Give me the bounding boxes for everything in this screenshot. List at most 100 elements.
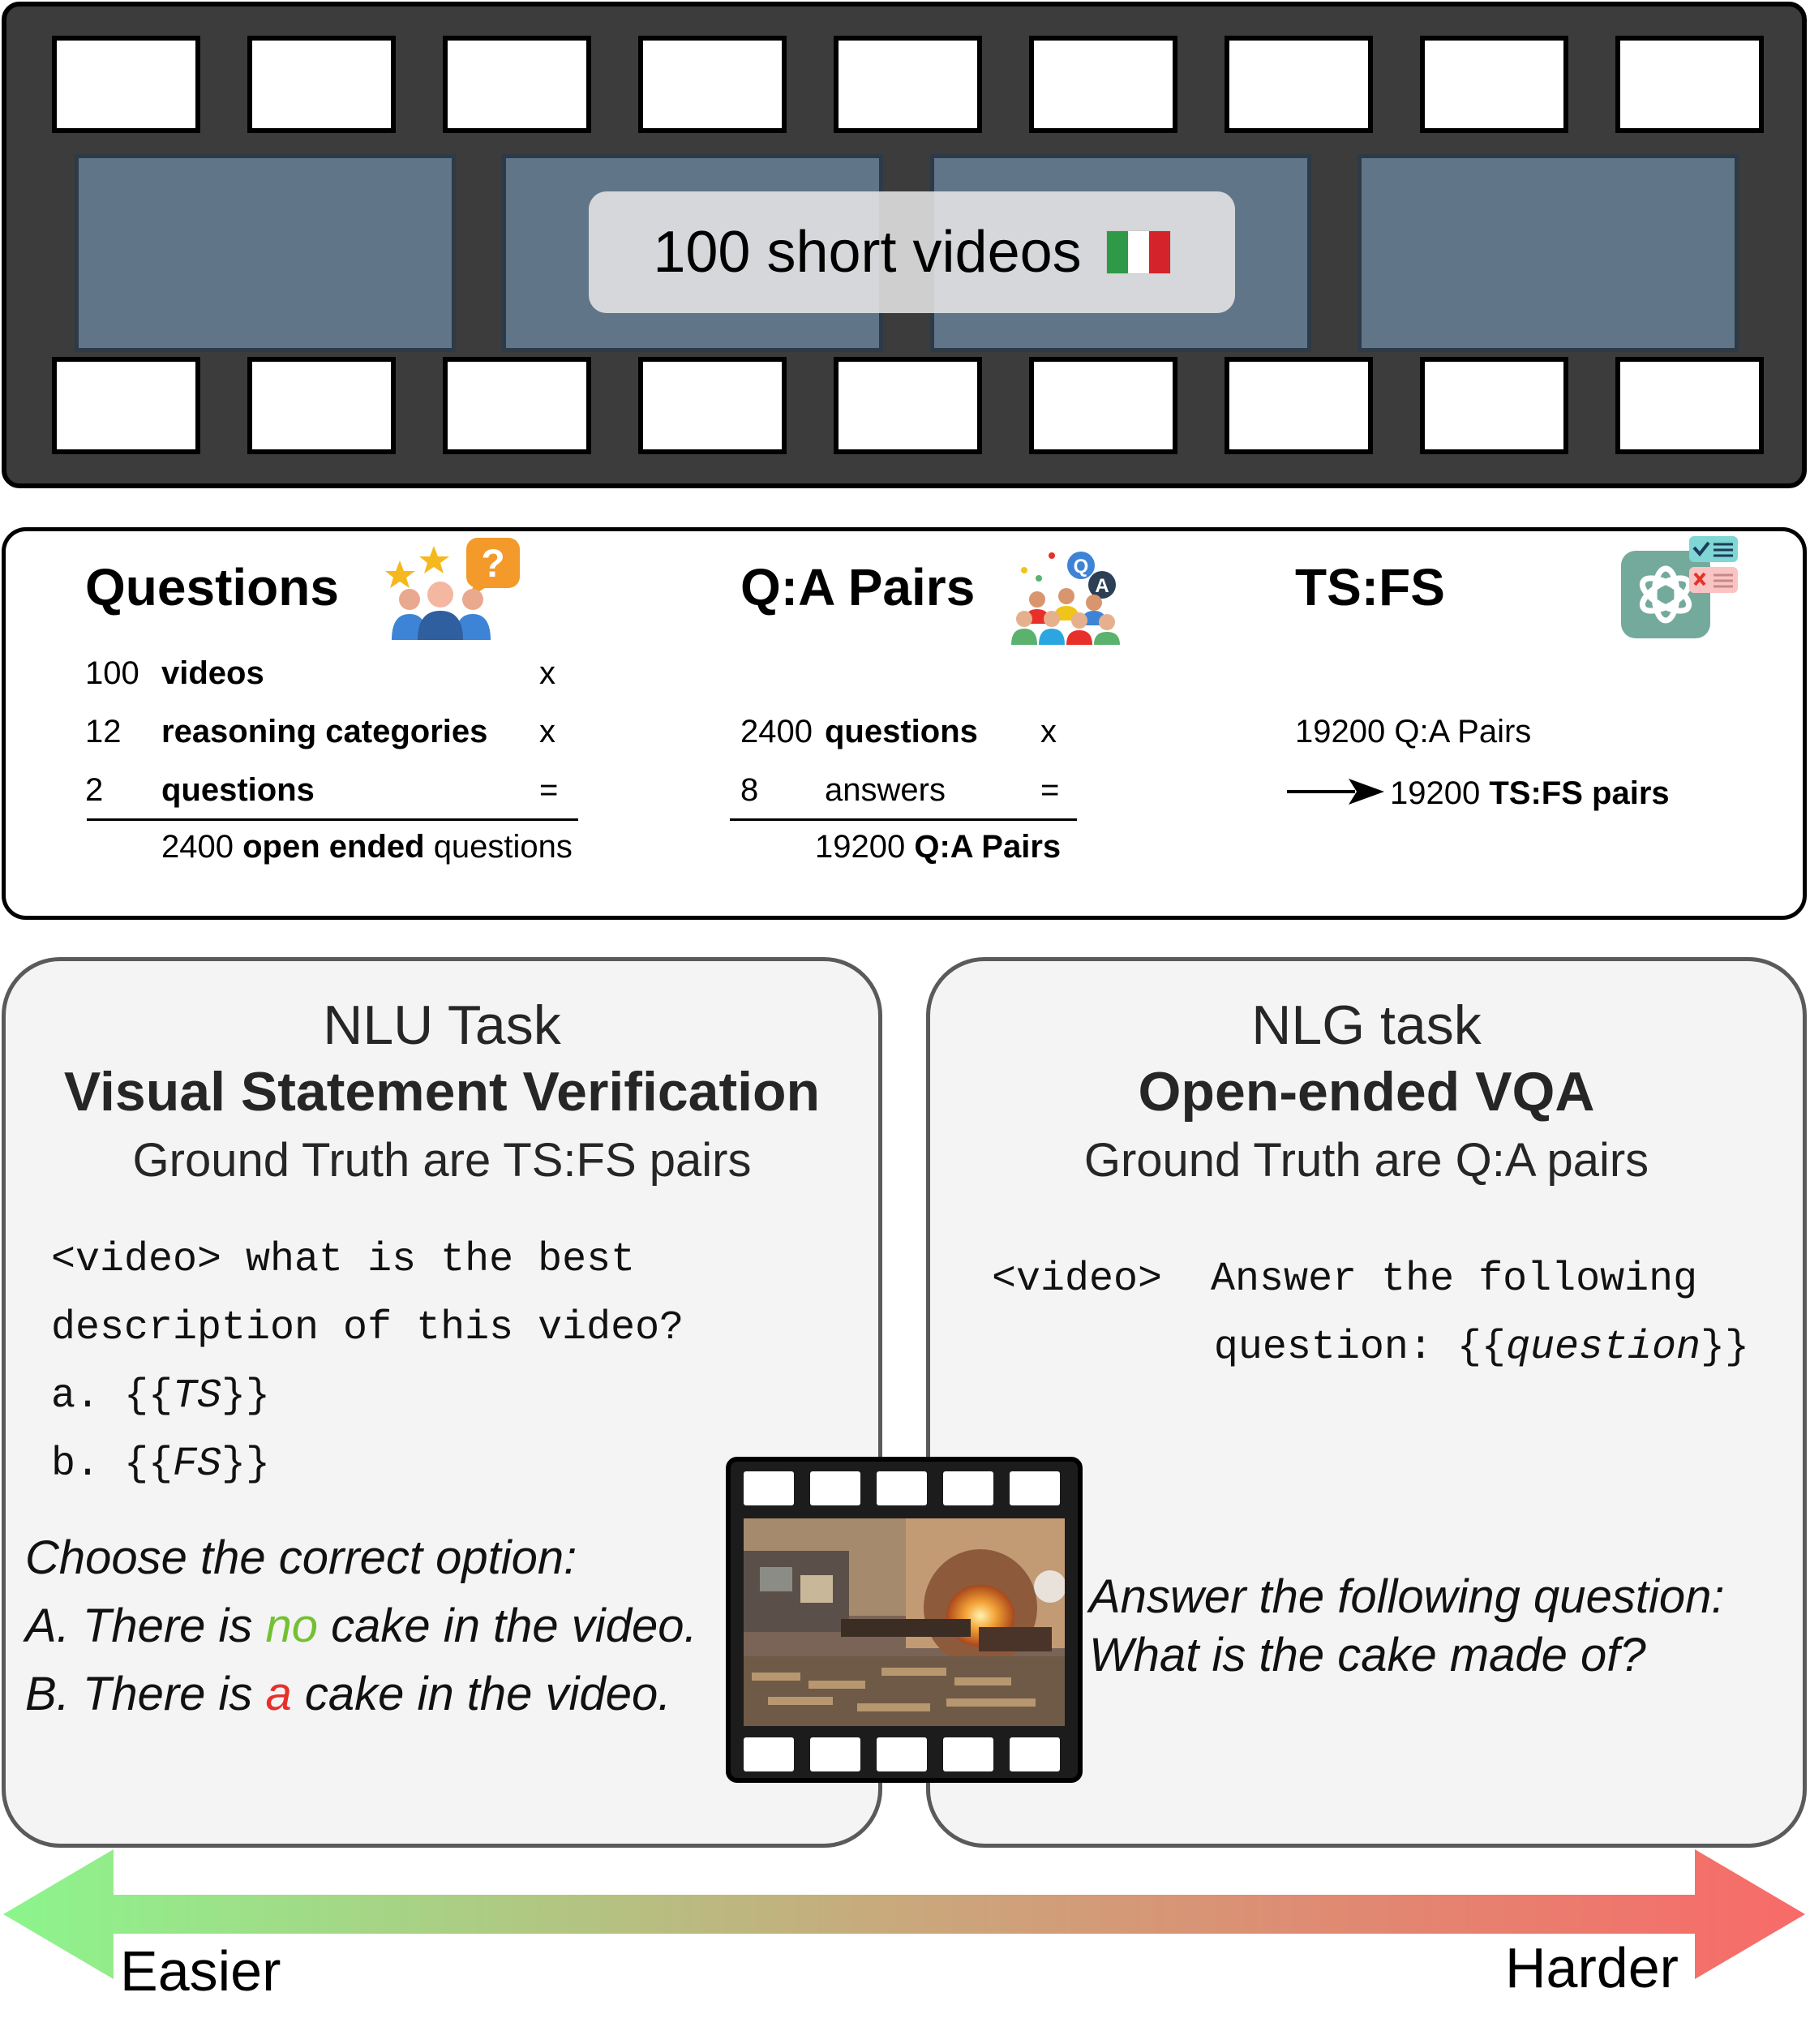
film-hole	[247, 357, 396, 454]
tsfs-result-bold: TS:FS pairs	[1489, 775, 1670, 811]
nlu-prompt-line: description of this video?	[51, 1305, 684, 1351]
nlg-prompt-pre: question: {{	[1213, 1325, 1506, 1371]
nlg-prompt-line2: question: {{question}}	[1214, 1325, 1749, 1371]
nlu-kind: NLU Task	[323, 994, 561, 1056]
stat-num: 100	[85, 655, 139, 691]
nlu-option-a-suffix: }}	[221, 1373, 271, 1419]
qa-rule	[730, 818, 1077, 821]
nlu-option-b-var: FS	[173, 1441, 222, 1488]
film-hole	[1615, 357, 1764, 454]
film-hole	[1029, 357, 1177, 454]
film-hole	[1225, 36, 1373, 133]
clip-hole	[943, 1737, 993, 1771]
stat-label: questions	[161, 772, 315, 808]
nlg-prompt-line1: <video> Answer the following	[992, 1256, 1698, 1303]
italy-flag-icon	[1105, 230, 1171, 274]
nlu-task-name: Visual Statement Verification	[63, 1061, 821, 1123]
svg-text:Q: Q	[1074, 556, 1089, 578]
nlu-example-a-key: no	[265, 1600, 319, 1652]
nlu-example-head: Choose the correct option:	[25, 1531, 577, 1584]
film-hole	[834, 357, 982, 454]
nlg-ground-truth: Ground Truth are Q:A pairs	[1083, 1134, 1649, 1187]
nlu-example-b-pre: B. There is	[25, 1668, 266, 1720]
questions-rule	[87, 818, 578, 821]
questions-result-num: 2400	[161, 829, 234, 865]
nlg-task-name: Open-ended VQA	[1138, 1061, 1595, 1123]
nlu-example-a: A. There is no cake in the video.	[25, 1599, 697, 1653]
nlu-option-a: a. {{TS}}	[51, 1373, 270, 1419]
people-stars-question-icon: ?	[385, 538, 520, 640]
nlu-ground-truth: Ground Truth are TS:FS pairs	[132, 1134, 752, 1187]
nlg-example-line1: Answer the following question:	[1089, 1570, 1725, 1623]
stat-num: 2400	[740, 714, 813, 749]
film-label: 100 short videos	[589, 191, 1235, 313]
nlu-option-b-prefix: b. {{	[51, 1441, 174, 1488]
stat-op: x	[1040, 714, 1057, 749]
stat-num: 2	[85, 772, 104, 808]
film-hole	[443, 357, 591, 454]
nlu-option-b-suffix: }}	[221, 1441, 271, 1488]
clip-hole	[943, 1471, 993, 1505]
film-hole	[1615, 36, 1764, 133]
nlu-option-a-var: TS	[173, 1373, 222, 1419]
difficulty-arrow-shape	[3, 1849, 1805, 1979]
easier-label: Easier	[120, 1939, 281, 2003]
tsfs-line1: 19200 Q:A Pairs	[1295, 714, 1532, 749]
questions-result-tail: questions	[433, 829, 573, 865]
film-hole	[834, 36, 982, 133]
stat-op: =	[1040, 772, 1060, 808]
questions-title: Questions	[85, 558, 339, 616]
film-hole	[443, 36, 591, 133]
film-hole	[247, 36, 396, 133]
film-frame	[75, 154, 456, 352]
clip-hole	[810, 1471, 860, 1505]
nlu-example-a-post: cake in the video.	[318, 1600, 697, 1652]
harder-label: Harder	[1505, 1936, 1679, 1999]
nlu-example-b-post: cake in the video.	[291, 1668, 671, 1720]
nlg-prompt-post: }}	[1700, 1325, 1749, 1371]
openai-checklist-icon	[1621, 536, 1738, 638]
right-arrow-icon	[1287, 779, 1384, 805]
nlu-option-a-prefix: a. {{	[51, 1373, 174, 1419]
film-clip-icon	[726, 1457, 1083, 1783]
film-hole	[1029, 36, 1177, 133]
svg-text:A: A	[1095, 575, 1109, 597]
stat-label: answers	[825, 772, 946, 808]
clip-hole	[1010, 1471, 1060, 1505]
film-hole	[638, 357, 787, 454]
nlg-kind: NLG task	[1251, 994, 1482, 1056]
qa-result-num: 19200	[815, 829, 906, 865]
film-hole	[52, 36, 200, 133]
film-hole	[1420, 36, 1568, 133]
clip-hole	[744, 1471, 794, 1505]
stat-num: 8	[740, 772, 759, 808]
film-hole	[1420, 357, 1568, 454]
qa-result: 19200 Q:A Pairs	[815, 829, 1061, 865]
stat-label: reasoning categories	[161, 714, 488, 749]
clip-hole	[877, 1471, 927, 1505]
clip-hole	[744, 1737, 794, 1771]
film-hole	[1225, 357, 1373, 454]
clip-hole	[810, 1737, 860, 1771]
film-strip: 100 short videos	[2, 2, 1807, 488]
nlu-example-b-key: a	[265, 1668, 292, 1720]
svg-text:?: ?	[481, 543, 504, 586]
stat-op: =	[539, 772, 559, 808]
nlu-option-b: b. {{FS}}	[51, 1441, 270, 1488]
tsfs-result-num: 19200	[1390, 775, 1481, 811]
qa-result-bold: Q:A Pairs	[914, 829, 1062, 865]
nlg-example-line2: What is the cake made of?	[1089, 1629, 1646, 1681]
stat-label: questions	[825, 714, 978, 749]
film-frame	[1358, 154, 1739, 352]
questions-result-bold: open ended	[242, 829, 425, 865]
qa-title: Q:A Pairs	[740, 558, 976, 616]
nlg-prompt-var: question	[1505, 1325, 1701, 1371]
questions-result: 2400 open ended questions	[161, 829, 573, 865]
nlu-prompt-line: <video> what is the best	[51, 1237, 636, 1283]
stat-num: 12	[85, 714, 122, 749]
nlu-example-b: B. There is a cake in the video.	[25, 1667, 671, 1721]
tsfs-result: 19200 TS:FS pairs	[1390, 775, 1670, 812]
stat-op: x	[539, 714, 555, 749]
film-label-text: 100 short videos	[653, 220, 1082, 285]
